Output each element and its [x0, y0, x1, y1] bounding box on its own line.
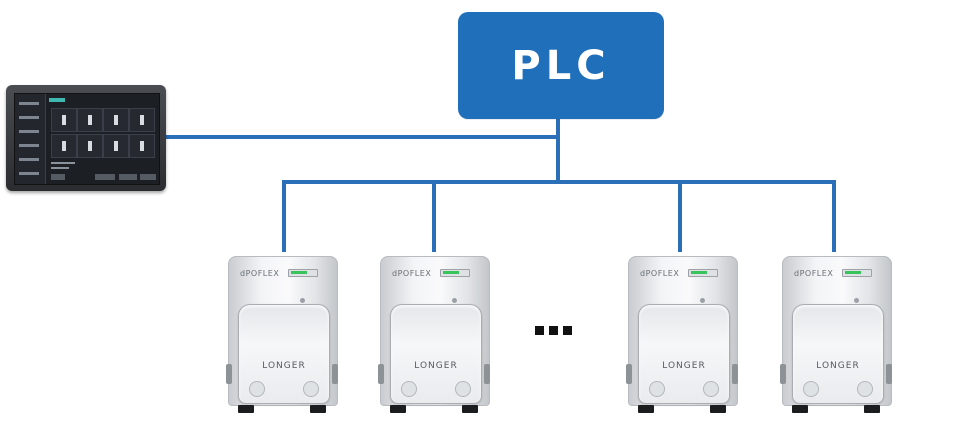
peristaltic-pump-icon: dPOFLEX LONGER [224, 254, 340, 416]
hmi-link-wire [166, 135, 558, 139]
hmi-screen [14, 93, 160, 185]
touch-panel-hmi-icon [6, 85, 166, 191]
pump-logo: LONGER [816, 361, 860, 371]
pump-brand-label: dPOFLEX [794, 269, 834, 278]
hmi-screen-tab [49, 98, 65, 102]
status-led-icon [842, 269, 872, 277]
pump-brand-label: dPOFLEX [392, 269, 432, 278]
plc-box: PLC [458, 12, 664, 119]
pump-logo: LONGER [262, 361, 306, 371]
status-led-icon [688, 269, 718, 277]
status-led-icon [440, 269, 470, 277]
pump-drop-wire-4 [832, 180, 836, 252]
pump-drop-wire-1 [282, 180, 286, 252]
pump-head: LONGER [238, 304, 330, 404]
more-devices-ellipsis [535, 326, 572, 335]
peristaltic-pump-icon: dPOFLEX LONGER [778, 254, 894, 416]
pump-brand-label: dPOFLEX [640, 269, 680, 278]
peristaltic-pump-icon: dPOFLEX LONGER [624, 254, 740, 416]
pump-drop-wire-3 [678, 180, 682, 252]
hmi-screen-sidebar [15, 94, 46, 184]
pump-head: LONGER [638, 304, 730, 404]
pump-head: LONGER [390, 304, 482, 404]
status-led-icon [288, 269, 318, 277]
peristaltic-pump-icon: dPOFLEX LONGER [376, 254, 492, 416]
pump-head: LONGER [792, 304, 884, 404]
plc-label: PLC [511, 42, 611, 89]
plc-drop-wire [556, 119, 560, 183]
bus-wire [282, 180, 836, 184]
pump-logo: LONGER [414, 361, 458, 371]
pump-brand-label: dPOFLEX [240, 269, 280, 278]
pump-drop-wire-2 [432, 180, 436, 252]
pump-logo: LONGER [662, 361, 706, 371]
